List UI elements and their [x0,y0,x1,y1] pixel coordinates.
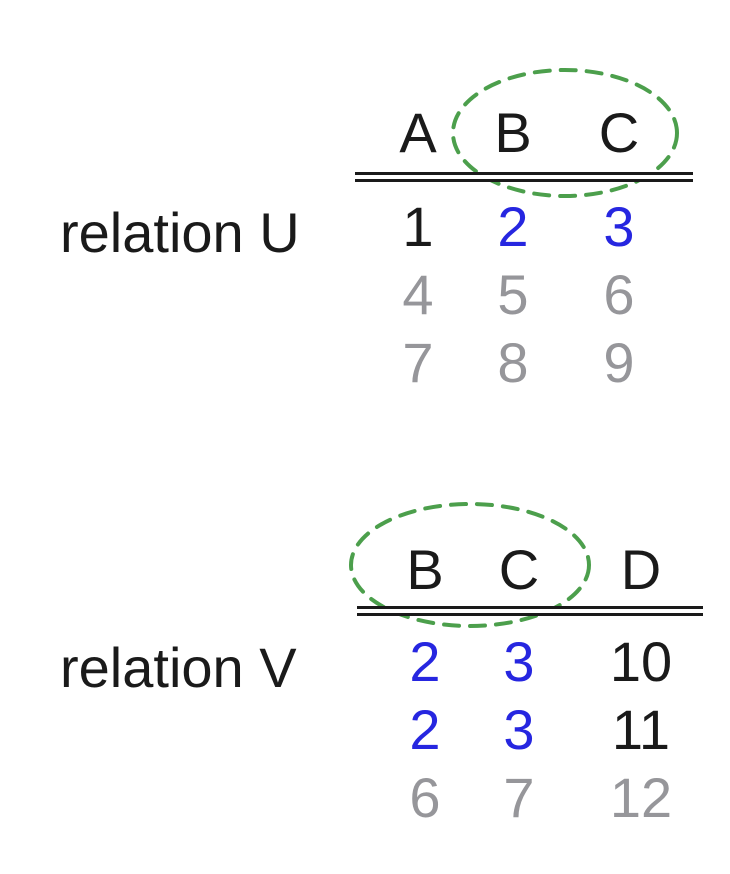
cell-value: 2 [497,195,529,258]
double-rule [357,606,703,616]
relation-u-label: relation U [60,201,300,264]
cell-value: 8 [497,331,529,394]
relation-v-label: relation V [60,636,297,699]
cell-value: 3 [503,698,535,761]
cell-value: 9 [603,331,635,394]
double-rule [355,172,693,182]
relation-v-header-row: B C D [357,536,730,604]
cell-value: 3 [603,195,635,258]
relation-v-body: 2 3 10 2 3 11 6 7 12 [357,628,730,832]
cell-value: 5 [497,263,529,326]
cell-value: 2 [409,698,441,761]
cell-value: 4 [402,263,434,326]
column-header-c: C [598,101,640,164]
table-row: 1 2 3 [355,193,693,261]
cell-value: 6 [409,766,441,829]
cell-value: 10 [609,630,673,693]
table-row: 2 3 11 [357,696,730,764]
relation-u-header-row: A B C [355,99,693,167]
table-row: 7 8 9 [355,329,693,397]
relation-u-body: 1 2 3 4 5 6 7 8 9 [355,193,693,397]
relation-u-table: A B C 1 2 3 4 5 6 7 8 9 [355,99,693,397]
column-header-a: A [399,101,437,164]
table-row: 4 5 6 [355,261,693,329]
cell-value: 2 [409,630,441,693]
cell-value: 6 [603,263,635,326]
column-header-b: B [494,101,532,164]
column-header-c: C [498,538,540,601]
cell-value: 3 [503,630,535,693]
cell-value: 12 [609,766,673,829]
cell-value: 1 [402,195,434,258]
cell-value: 11 [611,698,671,761]
cell-value: 7 [503,766,535,829]
column-header-b: B [406,538,444,601]
column-header-d: D [620,538,662,601]
table-row: 6 7 12 [357,764,730,832]
table-row: 2 3 10 [357,628,730,696]
relation-v-table: B C D 2 3 10 2 3 11 6 7 12 [357,536,730,832]
cell-value: 7 [402,331,434,394]
